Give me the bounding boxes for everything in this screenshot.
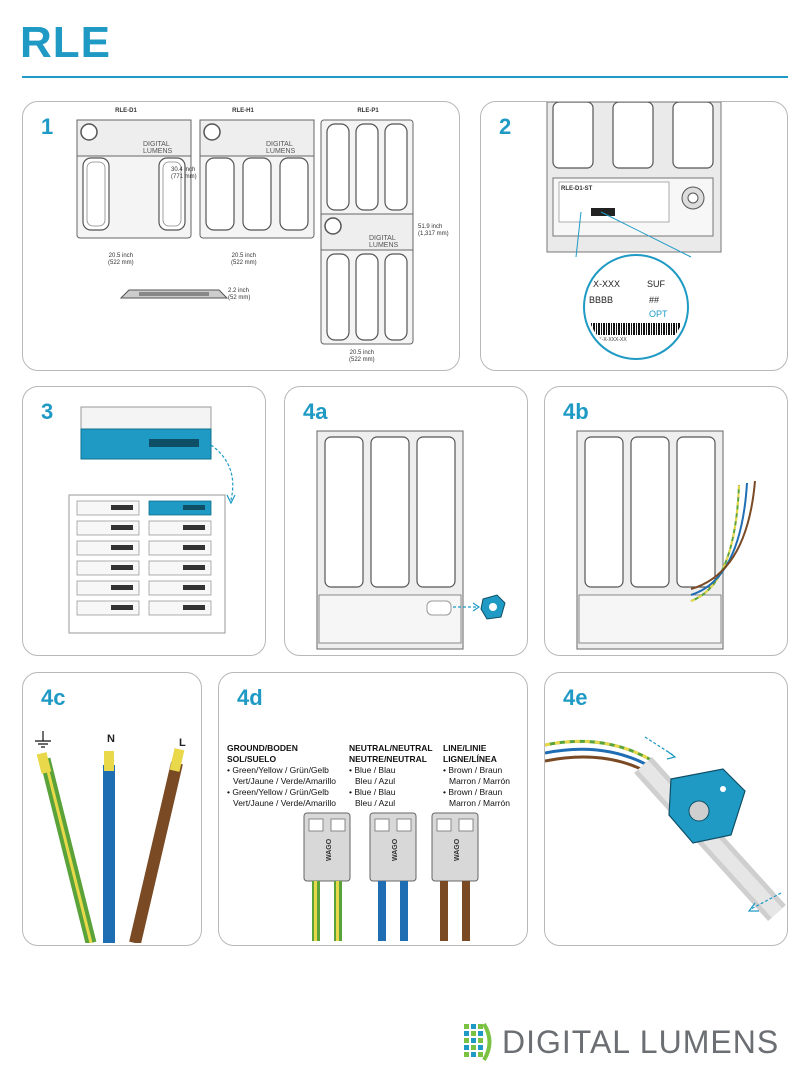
footer-logo: DIGITAL LUMENS (462, 1022, 779, 1062)
panel-4d: 4d GROUND/BODEN SOL/SUELO • Green/Yellow… (218, 672, 528, 946)
dim-height-p1: 51.9 inch (1,317 mm) (418, 224, 449, 237)
footer-brand-text: DIGITAL LUMENS (502, 1023, 780, 1060)
lamp-label-closeup: RLE-D1-ST (546, 102, 722, 253)
model-label-d1: RLE-D1 (115, 108, 137, 114)
label-sheet (68, 494, 226, 634)
wago-connector-neutral: WAGO (369, 812, 417, 941)
panel-number: 1 (41, 114, 54, 139)
lamp-drawing-h1: DIGITAL LUMENS (199, 119, 315, 239)
title-rule (22, 76, 788, 78)
panel-4e: 4e (544, 672, 788, 946)
lamp-drawing-p1: DIGITAL LUMENS (320, 119, 414, 345)
panel-number: 4a (303, 399, 328, 424)
lamp-side-profile (119, 289, 229, 299)
dim-width-d1: 20.5 inch (522 mm) (108, 253, 134, 266)
svg-text:DIGITAL: DIGITAL (266, 141, 293, 148)
model-label-p1: RLE-P1 (357, 108, 379, 114)
wago-connector-line: WAGO (431, 812, 479, 941)
wire-bundle (690, 480, 756, 602)
label-peel-illustration (80, 406, 236, 505)
panel-number: 4b (563, 399, 589, 424)
lamp-drawing-4a (316, 430, 464, 650)
lamp-drawing-4b (576, 430, 724, 650)
line-instructions: LINE/LINIE LIGNE/LÍNEA • Brown / Braun M… (443, 743, 510, 808)
wire-label-n: N (107, 733, 115, 745)
svg-text:WAGO: WAGO (326, 838, 333, 861)
svg-text:DIGITAL: DIGITAL (369, 235, 396, 242)
panel-4b: 4b (544, 386, 788, 656)
wire-label-l: L (179, 737, 186, 749)
svg-text:WAGO: WAGO (454, 838, 461, 861)
wire-illustration (36, 748, 185, 943)
panel-3: 3 (22, 386, 266, 656)
svg-text:LUMENS: LUMENS (143, 148, 173, 155)
svg-text:WAGO: WAGO (392, 838, 399, 861)
ground-instructions: GROUND/BODEN SOL/SUELO • Green/Yellow / … (227, 743, 337, 808)
svg-text:RLE-D1-ST: RLE-D1-ST (561, 186, 593, 192)
svg-text:LUMENS: LUMENS (266, 148, 296, 155)
panel-number: 4d (237, 685, 263, 710)
digital-lumens-logo-icon (464, 1022, 492, 1062)
panel-2: 2 RLE-D1-ST X-XXX SUF BBBB ## OPT XX-X-X… (480, 101, 788, 371)
panel-number: 4e (563, 685, 588, 710)
panel-number: 2 (499, 114, 512, 139)
ground-symbol-icon (35, 731, 51, 748)
svg-text:LUMENS: LUMENS (369, 242, 399, 249)
dim-width-h1: 20.5 inch (522 mm) (231, 253, 257, 266)
wago-connector-ground: WAGO (303, 812, 351, 941)
panel-4c: 4c N L (22, 672, 202, 946)
lamp-drawing-d1: DIGITAL LUMENS (76, 119, 192, 239)
zoom-label: X-XXX SUF BBBB ## OPT XX-X-XXX-XX (587, 259, 685, 353)
panel-number: 4c (41, 685, 66, 710)
gland-assembly-illustration (545, 736, 786, 922)
barcode (591, 323, 681, 335)
dim-width-p1: 20.5 inch (522 mm) (349, 350, 375, 363)
panel-4a: 4a (284, 386, 528, 656)
svg-text:DIGITAL: DIGITAL (143, 141, 170, 148)
panel-number: 3 (41, 399, 54, 424)
panel-1: 1 RLE-D1 RLE-H1 RLE-P1 DIGITAL LUMENS 30… (22, 101, 460, 371)
neutral-instructions: NEUTRAL/NEUTRAL NEUTRE/NEUTRAL • Blue / … (349, 743, 433, 808)
knockout-arrow (453, 594, 506, 620)
model-label-h1: RLE-H1 (232, 108, 254, 114)
page-title: RLE (20, 18, 111, 67)
dim-height-d1: 30.4 inch (771 mm) (171, 167, 197, 180)
dim-depth: 2.2 inch (52 mm) (228, 288, 251, 301)
